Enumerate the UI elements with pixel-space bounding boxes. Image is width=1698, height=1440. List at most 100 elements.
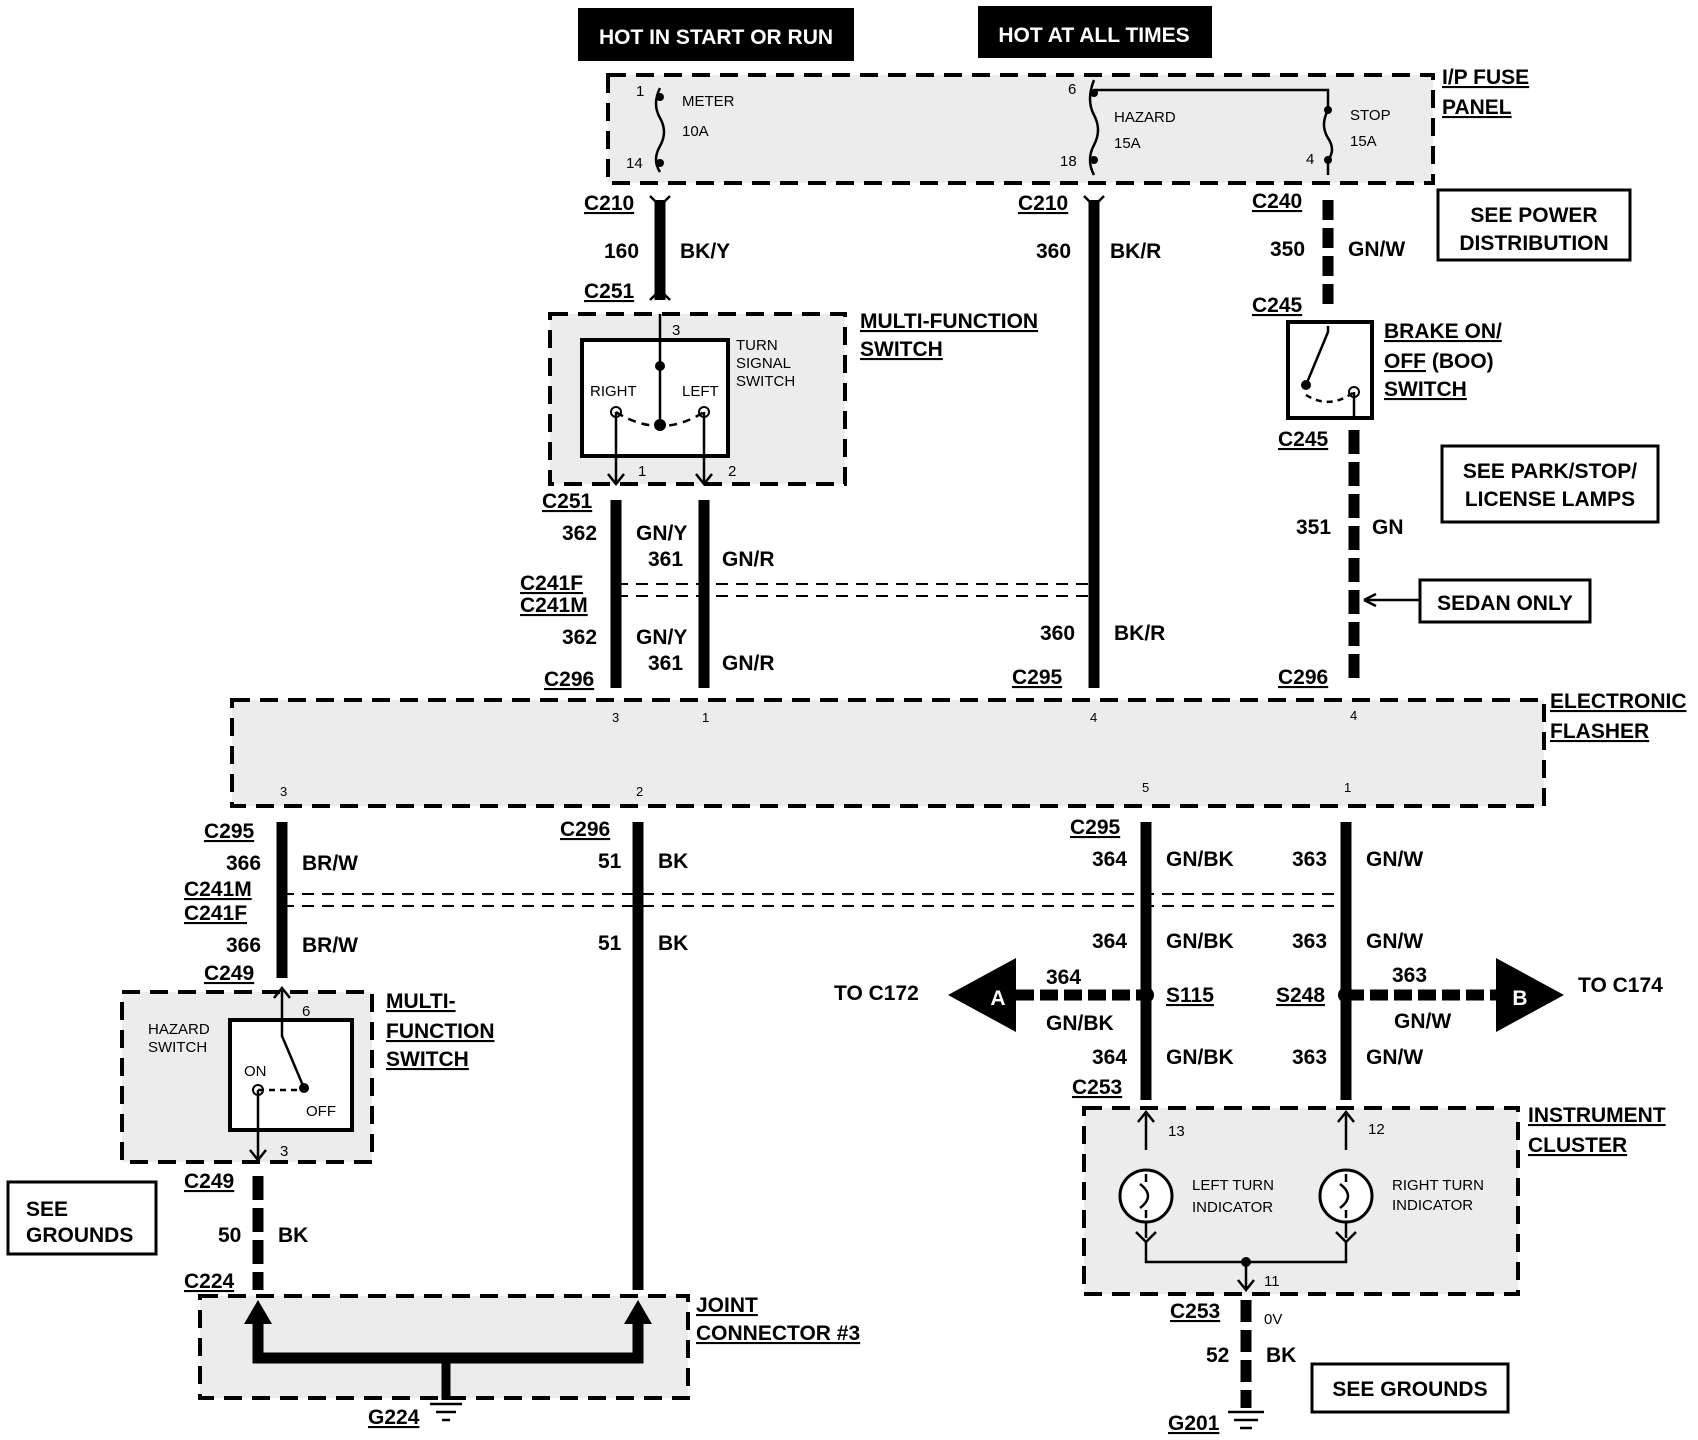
- wire-160-num: 160: [604, 240, 639, 263]
- conn-c224: C224: [184, 1270, 235, 1293]
- turn-right-label: RIGHT: [590, 383, 637, 400]
- see-grounds-left-2: GROUNDS: [26, 1224, 133, 1247]
- arrow-b-label: B: [1512, 987, 1527, 1010]
- meter-fuse-symbol: [654, 87, 666, 173]
- conn-c241f: C241F: [520, 572, 583, 595]
- wire-364-color-a: GN/BK: [1166, 848, 1234, 871]
- wire-363-num-a: 363: [1292, 848, 1327, 871]
- sedan-only: SEDAN ONLY: [1437, 592, 1573, 615]
- boo-switch-box: [1286, 320, 1374, 420]
- see-park-2: LICENSE LAMPS: [1465, 488, 1635, 511]
- jc-title2: CONNECTOR #3: [696, 1322, 860, 1345]
- wire-50-color: BK: [278, 1224, 308, 1247]
- see-grounds-left-box[interactable]: [6, 1180, 158, 1256]
- conn-c249-a: C249: [204, 962, 254, 985]
- wire-366-color-a: BR/W: [302, 852, 358, 875]
- see-power-2: DISTRIBUTION: [1459, 232, 1608, 255]
- wire-52-num: 52: [1206, 1344, 1229, 1367]
- hazard-switch-2: SWITCH: [148, 1039, 207, 1056]
- c241-lower-connector-line: [282, 893, 1350, 907]
- wire-364-color-b: GN/BK: [1166, 930, 1234, 953]
- mfs2-title3: SWITCH: [386, 1048, 469, 1071]
- wire-51-color-a: BK: [658, 850, 688, 873]
- arrow-b-icon[interactable]: [1496, 958, 1564, 1032]
- flasher-title2: FLASHER: [1550, 720, 1649, 743]
- c210b-mark: [1083, 195, 1105, 208]
- wire-363-color-c: GN/W: [1366, 1046, 1423, 1069]
- meter-fuse-dot2: [656, 159, 664, 167]
- g224-ground-icon: [430, 1402, 462, 1422]
- conn-c253-a: C253: [1072, 1076, 1122, 1099]
- stop-label: STOP: [1350, 107, 1391, 124]
- see-grounds-right-box[interactable]: [1310, 1362, 1510, 1414]
- conn-c295-c: C295: [1070, 816, 1121, 839]
- header-start-run: HOT IN START OR RUN: [599, 26, 833, 49]
- fuse-pin-4: 4: [1306, 151, 1314, 168]
- wire-364-color-c: GN/BK: [1166, 1046, 1234, 1069]
- conn-c296-b: C296: [560, 818, 610, 841]
- boo-title2: OFF (BOO): [1384, 350, 1494, 373]
- mfs2-title2: FUNCTION: [386, 1020, 495, 1043]
- wire-362-num-a: 362: [562, 522, 597, 545]
- ground-g201: G201: [1168, 1412, 1220, 1435]
- hazard-switch-arm: [280, 988, 306, 1089]
- arrow-a-icon[interactable]: [948, 958, 1016, 1032]
- mfs1-pin-1: 1: [638, 463, 646, 480]
- turn-left-label: LEFT: [682, 383, 719, 400]
- turn-left-arrow: [695, 412, 713, 487]
- flasher-pin-3b: 3: [280, 784, 287, 799]
- wire-366-num-b: 366: [226, 934, 261, 957]
- rti-2: INDICATOR: [1392, 1197, 1473, 1214]
- wire-366-num-a: 366: [226, 852, 261, 875]
- hazard-switch-box: [228, 1018, 354, 1132]
- hazard-amp: 15A: [1114, 135, 1141, 152]
- wire-364-num-branch: 364: [1046, 966, 1081, 989]
- wire-366-color-b: BR/W: [302, 934, 358, 957]
- hazard-pin-3: 3: [280, 1143, 288, 1160]
- conn-c245-b: C245: [1278, 428, 1329, 451]
- hazard-off: OFF: [306, 1103, 336, 1120]
- see-grounds-right: SEE GROUNDS: [1332, 1378, 1487, 1401]
- wire-362-color-b: GN/Y: [636, 626, 687, 649]
- voltage-0v: 0V: [1264, 1311, 1282, 1328]
- wire-350-num: 350: [1270, 238, 1305, 261]
- c251a-mark: [649, 288, 671, 301]
- conn-c249-b: C249: [184, 1170, 234, 1193]
- conn-c251-b: C251: [542, 490, 593, 513]
- meter-label: METER: [682, 93, 735, 110]
- see-power-box[interactable]: [1436, 188, 1632, 262]
- wire-361-color-a: GN/R: [722, 548, 775, 571]
- jc-arrow-left: [244, 1300, 272, 1324]
- c210a-mark: [649, 195, 671, 208]
- boo-switch-arm: [1304, 326, 1330, 386]
- wire-52-color: BK: [1266, 1344, 1296, 1367]
- wire-51-num-b: 51: [598, 932, 622, 955]
- lti-2: INDICATOR: [1192, 1199, 1273, 1216]
- see-park-box[interactable]: [1440, 444, 1660, 524]
- turn-signal-3: SWITCH: [736, 373, 795, 390]
- wire-362-color-a: GN/Y: [636, 522, 687, 545]
- conn-c245-a: C245: [1252, 294, 1303, 317]
- fuse-panel-box: [606, 73, 1435, 185]
- wire-363-num-b: 363: [1292, 930, 1327, 953]
- mfs2-box: [120, 990, 374, 1164]
- wire-364-num-c: 364: [1092, 1046, 1127, 1069]
- ic-right-in: [1337, 1109, 1355, 1150]
- turn-switch-arc: [615, 410, 705, 428]
- ground-g224: G224: [368, 1406, 420, 1429]
- meter-amp: 10A: [682, 123, 709, 140]
- see-power-1: SEE POWER: [1470, 204, 1597, 227]
- wire-364-color-branch: GN/BK: [1046, 1012, 1114, 1035]
- wire-362-num-b: 362: [562, 626, 597, 649]
- ic-pin-12: 12: [1368, 1121, 1385, 1138]
- stop-fuse-dot2: [1324, 156, 1332, 164]
- mfs1-title2: SWITCH: [860, 338, 943, 361]
- to-c174[interactable]: TO C174: [1578, 974, 1663, 997]
- splice-s115-label: S115: [1166, 984, 1214, 1007]
- to-c172[interactable]: TO C172: [834, 982, 919, 1005]
- sedan-pointer: [1363, 592, 1420, 608]
- conn-c296-c: C296: [1278, 666, 1328, 689]
- turn-signal-1: TURN: [736, 337, 778, 354]
- boo-switch-pivot: [1301, 380, 1311, 390]
- mfs2-title1: MULTI-: [386, 990, 456, 1013]
